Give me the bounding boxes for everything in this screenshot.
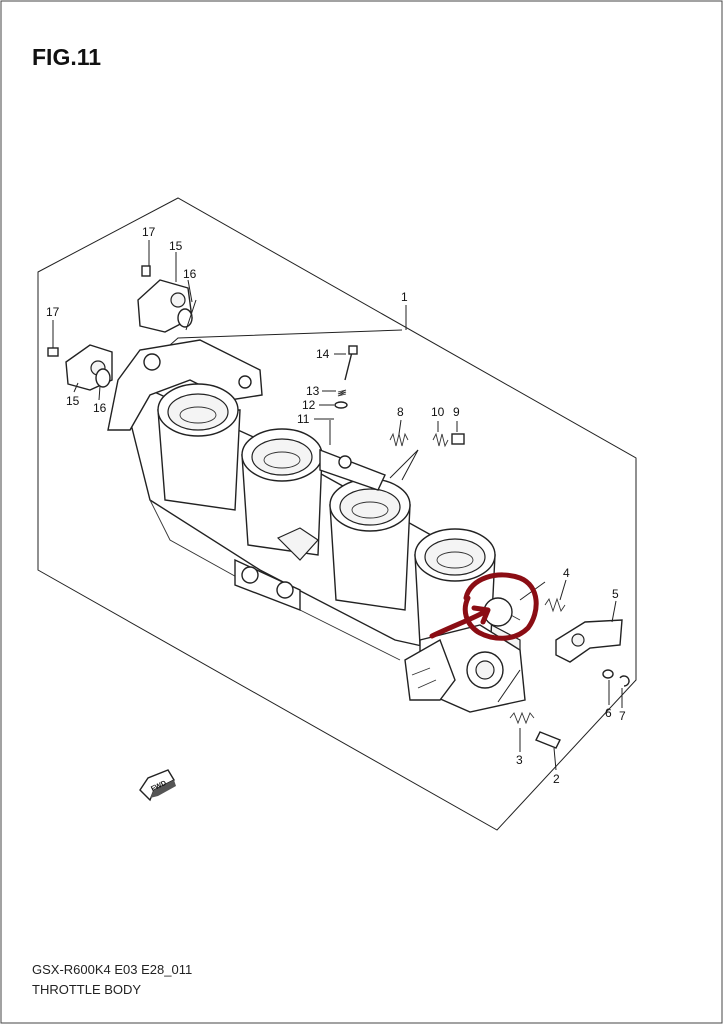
figure-title: FIG.11 — [32, 44, 102, 70]
fwd-arrow-icon: FWD — [139, 769, 176, 802]
throttle-pulley — [404, 597, 526, 713]
throttle-position-sensor-lower — [47, 344, 113, 391]
callout-14: 14 — [316, 347, 330, 361]
spring-8 — [389, 432, 409, 447]
spring-13 — [337, 389, 347, 397]
callout-3: 3 — [516, 753, 523, 767]
lever-5 — [555, 619, 623, 663]
callout-6: 6 — [605, 706, 612, 720]
callout-1: 1 — [401, 290, 408, 304]
callout-5: 5 — [612, 587, 619, 601]
callout-11: 11 — [297, 412, 310, 426]
footer-diagram-name: THROTTLE BODY — [32, 982, 142, 997]
rod-14-cap — [348, 345, 358, 355]
clip-7 — [619, 675, 630, 687]
callout-17-lower: 17 — [46, 305, 60, 319]
callout-9: 9 — [453, 405, 460, 419]
callout-15-lower: 15 — [66, 394, 80, 408]
washer-6 — [602, 669, 614, 679]
spring-10 — [432, 432, 449, 448]
callout-7: 7 — [619, 709, 626, 723]
washer-12 — [334, 401, 348, 409]
callout-12: 12 — [302, 398, 316, 412]
screw-2 — [535, 731, 561, 749]
callout-16-upper: 16 — [183, 267, 197, 281]
callout-15-upper: 15 — [169, 239, 183, 253]
callout-2: 2 — [553, 772, 560, 786]
hand-drawn-annotation — [429, 572, 539, 641]
leader-lines — [52, 240, 623, 771]
callout-17-upper: 17 — [142, 225, 156, 239]
rod-14 — [344, 351, 353, 381]
screw-9 — [451, 433, 465, 445]
callout-numbers: 17 15 16 17 15 16 1 14 13 12 11 8 10 9 4… — [46, 225, 626, 786]
spring-4 — [544, 597, 566, 613]
spring-3 — [509, 711, 535, 725]
throttle-position-sensor-upper — [137, 265, 193, 333]
footer-model-code: GSX-R600K4 E03 E28_011 — [32, 962, 193, 977]
throttle-bore-1 — [157, 383, 241, 511]
callout-13: 13 — [306, 384, 320, 398]
callout-10: 10 — [431, 405, 445, 419]
callout-16-lower: 16 — [93, 401, 107, 415]
callout-8: 8 — [397, 405, 404, 419]
throttle-bore-3 — [329, 478, 411, 611]
callout-4: 4 — [563, 566, 570, 580]
assembly-boundary — [37, 197, 637, 831]
